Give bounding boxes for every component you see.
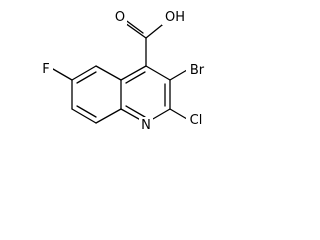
- bond-ccooh-o-double-a: [124, 22, 147, 39]
- atom-f-label: F: [42, 62, 49, 77]
- atom-f: F: [39, 60, 53, 77]
- bond-c4a-c5: [95, 65, 122, 81]
- bond-c4-c3: [145, 65, 171, 81]
- atom-n: N: [139, 117, 153, 133]
- bond-c3-br: [169, 69, 188, 81]
- bond-c8-c8a: [95, 108, 122, 124]
- atom-cl-label: Cl: [190, 113, 203, 128]
- atom-o-label: O: [115, 10, 125, 25]
- bond-c4a-c4-inner: [125, 71, 146, 84]
- atom-n-label: N: [141, 118, 151, 133]
- bond-c6-f: [52, 68, 73, 81]
- atom-cl: Cl: [186, 111, 206, 128]
- atom-br: Br: [186, 61, 208, 78]
- bond-ccooh-o-double-b: [123, 18, 144, 34]
- bond-c4a-c4: [120, 65, 147, 81]
- atom-br-label: Br: [190, 63, 205, 78]
- atom-oh-label: OH: [165, 10, 185, 25]
- bond-c7-c8-inner: [76, 105, 97, 118]
- atom-oh: OH: [162, 8, 188, 25]
- bond-n-c8a-inner: [125, 105, 146, 118]
- bond-c5-c6-inner: [76, 71, 97, 84]
- quinoline-structure-diagram: O OH Br Cl N F: [39, 8, 208, 133]
- bond-c7-c8: [71, 108, 97, 124]
- atom-o: O: [113, 8, 127, 25]
- bond-c2-cl: [169, 108, 188, 120]
- bond-c5-c6: [71, 65, 97, 81]
